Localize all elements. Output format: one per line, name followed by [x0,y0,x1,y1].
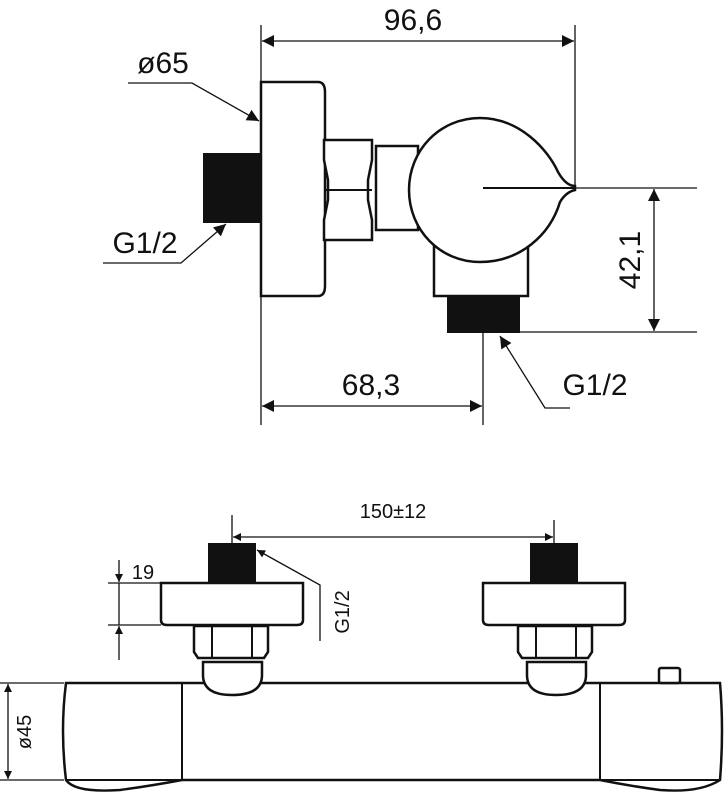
dim-inlet-thread-label: G1/2 [112,227,177,260]
dim-inlet-thread-label-front: G1/2 [332,590,354,633]
dim-total-depth-label: 96,6 [384,4,442,37]
temp-button [657,666,682,685]
mixer-body [61,681,724,792]
inlet-thread-block [203,153,261,223]
wall-flange [259,80,327,298]
left-inlet [159,543,305,697]
dim-outlet-height-label: 42,1 [614,231,647,289]
dim-flange-diameter-label: ø65 [137,47,189,80]
dim-inlet-spacing-label: 150±12 [360,501,427,523]
dim-outlet-thread-label: G1/2 [562,369,627,402]
dim-outlet-depth-label: 68,3 [342,369,400,402]
outlet-thread-block [447,296,520,333]
dim-body-diameter-label: ø45 [14,715,36,749]
dim-flange-height-label: 19 [132,562,154,584]
valve-ball-handle [407,116,577,264]
right-inlet [481,543,627,697]
hex-nut [322,138,374,242]
side-view: 96,6 42,1 68,3 ø65 G1/2 G1/2 [103,4,697,425]
front-view: 150±12 19 G1/2 ø45 [0,501,724,792]
